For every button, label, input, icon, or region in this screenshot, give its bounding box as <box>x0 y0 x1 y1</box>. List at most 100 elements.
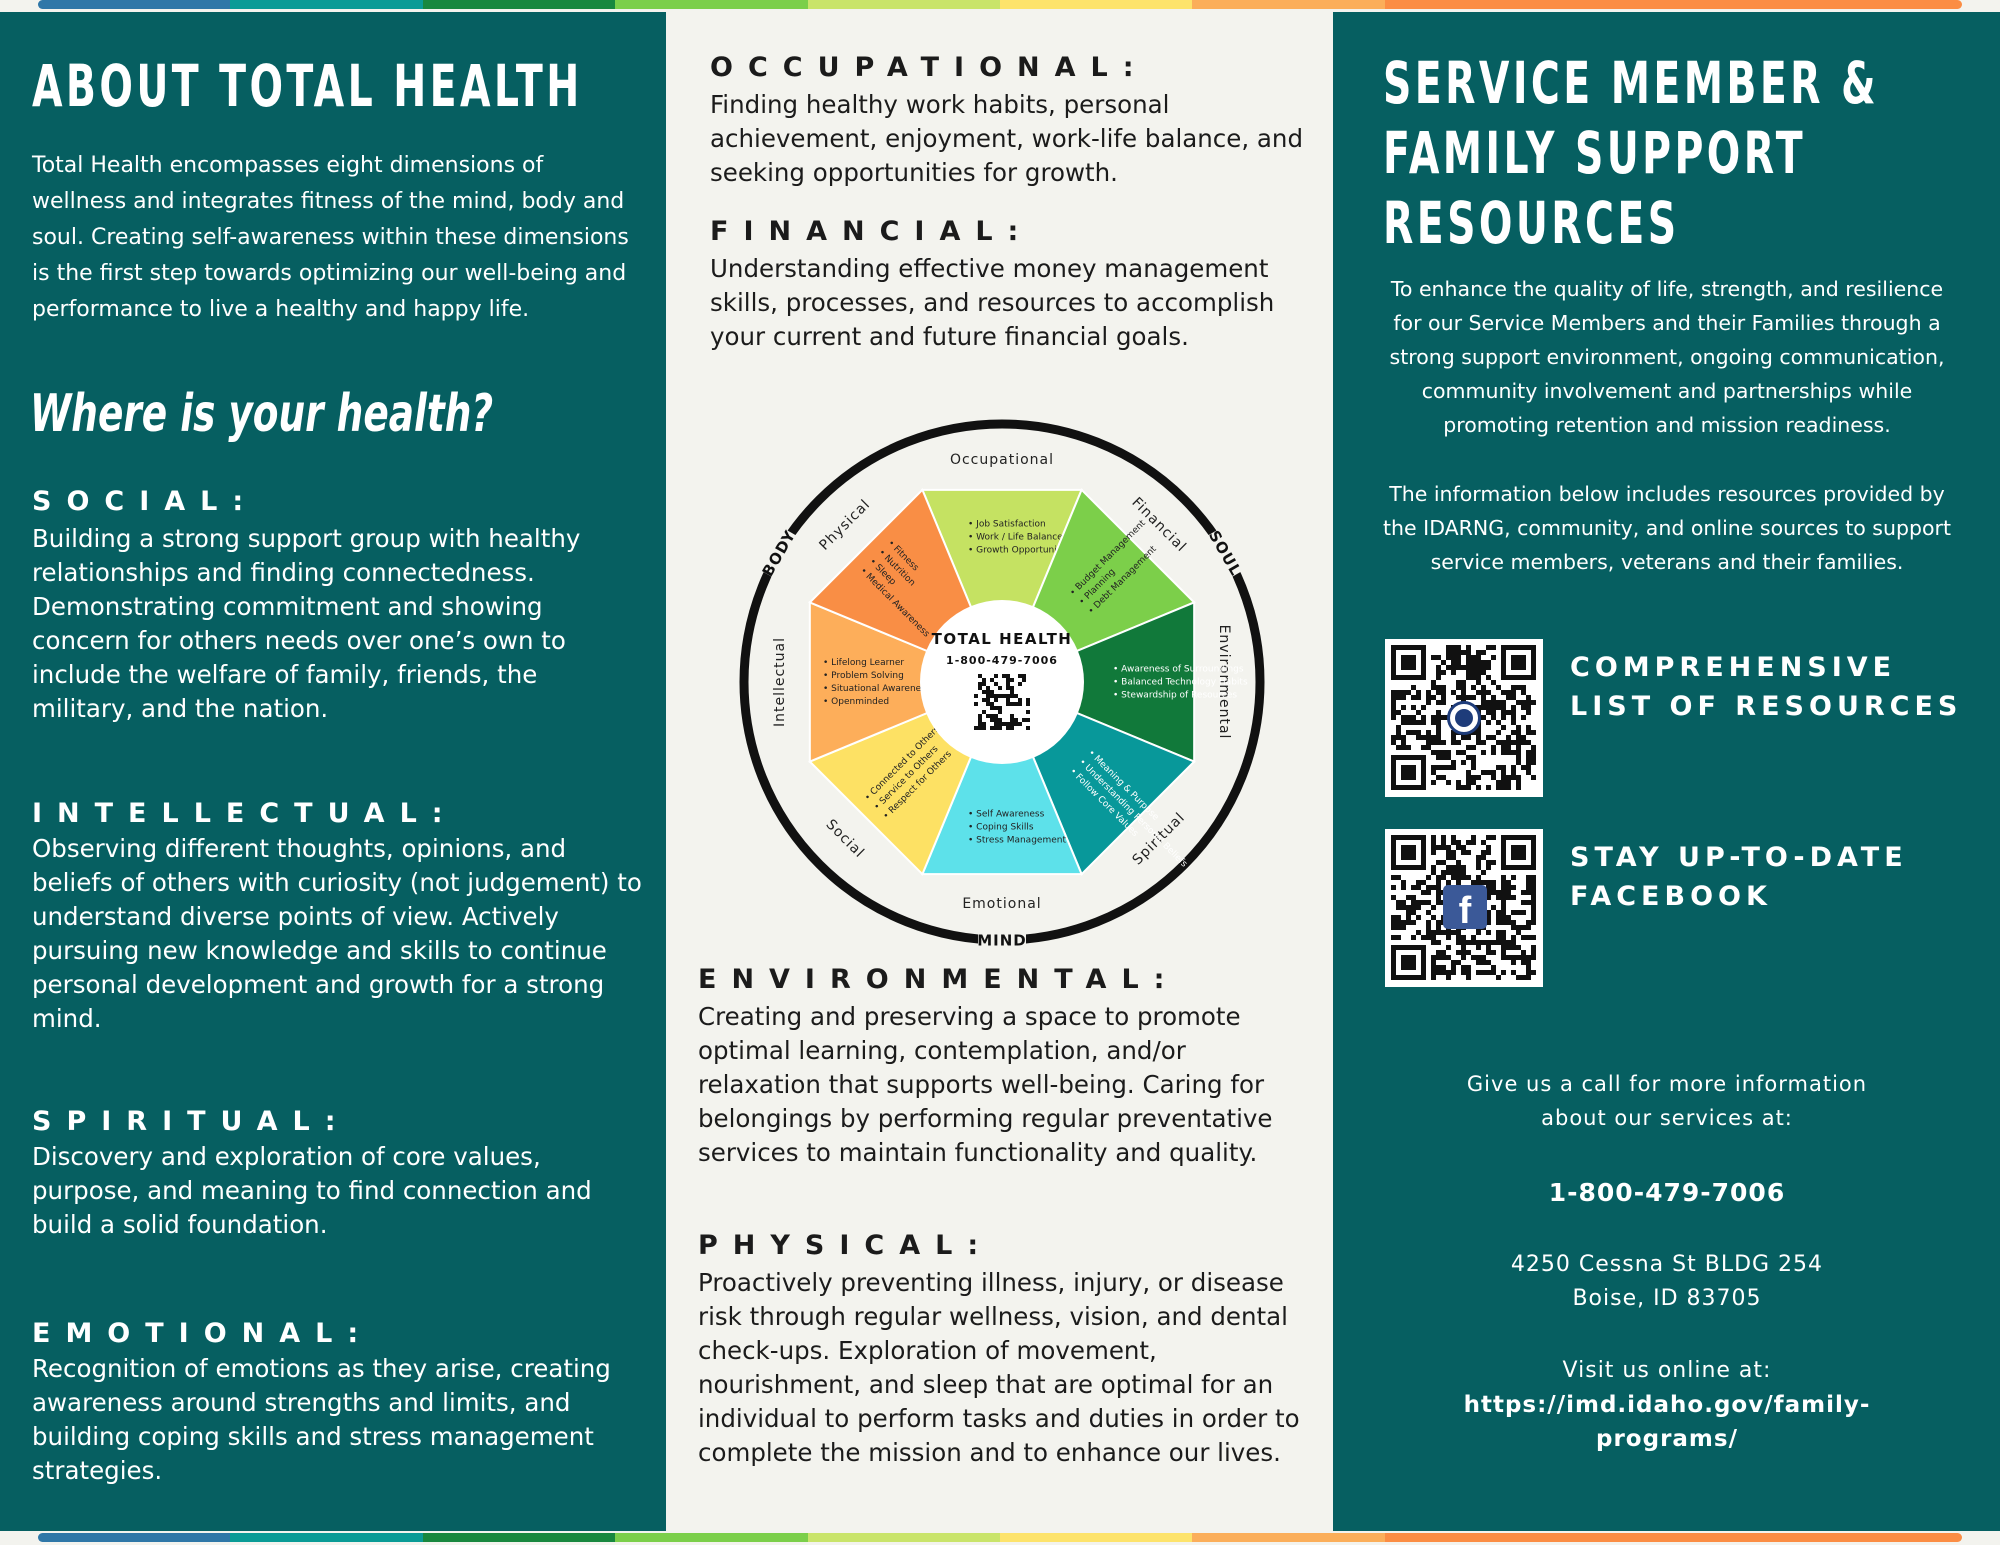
qr-module <box>1501 750 1506 755</box>
qr-module <box>1486 865 1491 870</box>
qr-module <box>1481 705 1486 710</box>
qr-module <box>1521 935 1526 940</box>
social-body: Building a strong support group with hea… <box>32 524 581 723</box>
qr-module <box>1406 905 1411 910</box>
qr-module <box>1496 910 1501 915</box>
qr-module <box>1026 710 1030 714</box>
qr-module <box>1471 760 1476 765</box>
qr-module <box>1436 885 1441 890</box>
resources-link-label[interactable]: COMPREHENSIVE LIST OF RESOURCES <box>1570 648 1962 726</box>
segment-label: Emotional <box>962 896 1041 912</box>
qr-module <box>1441 930 1446 935</box>
qr-module <box>1531 760 1536 765</box>
qr-module <box>1456 785 1461 790</box>
qr-module <box>1486 950 1491 955</box>
qr-module <box>1436 940 1441 945</box>
qr-module <box>1476 875 1481 880</box>
qr-module <box>1476 880 1481 885</box>
qr-module <box>1491 860 1496 865</box>
qr-module <box>1511 940 1516 945</box>
qr-module <box>1431 865 1436 870</box>
qr-module <box>1456 685 1461 690</box>
qr-module <box>1446 880 1451 885</box>
qr-module <box>1436 735 1441 740</box>
qr-module <box>1496 915 1501 920</box>
qr-module <box>1526 965 1531 970</box>
qr-module <box>1441 970 1446 975</box>
qr-module <box>1491 645 1496 650</box>
qr-module <box>1481 650 1486 655</box>
qr-module <box>1396 745 1401 750</box>
qr-module <box>990 702 994 706</box>
qr-module <box>1431 680 1436 685</box>
qr-module <box>1441 950 1446 955</box>
qr-module <box>998 718 1002 722</box>
qr-module <box>1441 765 1446 770</box>
physical-body: Proactively preventing illness, injury, … <box>698 1268 1300 1467</box>
qr-module <box>1486 785 1491 790</box>
qr-module <box>1451 855 1456 860</box>
qr-module <box>1461 940 1466 945</box>
qr-module <box>1531 910 1536 915</box>
qr-module <box>1010 694 1014 698</box>
qr-module <box>1456 665 1461 670</box>
qr-module <box>1511 770 1516 775</box>
qr-module <box>1436 710 1441 715</box>
qr-module <box>1456 645 1461 650</box>
qr-module <box>1014 722 1018 726</box>
qr-module <box>1461 695 1466 700</box>
visit-label: Visit us online at: <box>1562 1358 1772 1383</box>
qr-module <box>1436 930 1441 935</box>
qr-module <box>1526 900 1531 905</box>
qr-module <box>1446 765 1451 770</box>
phone-number[interactable]: 1-800-479-7006 <box>1548 1178 1786 1207</box>
qr-module <box>1526 975 1531 980</box>
qr-module <box>1531 730 1536 735</box>
segment-item: • Stewardship of Resources <box>1113 691 1237 701</box>
qr-module <box>1531 900 1536 905</box>
qr-module <box>1511 710 1516 715</box>
qr-module <box>1436 725 1441 730</box>
qr-module <box>1481 700 1486 705</box>
qr-module <box>974 694 978 698</box>
qr-module <box>986 714 990 718</box>
stripe-segment <box>615 0 808 9</box>
qr-module <box>1441 840 1446 845</box>
qr-module <box>1471 775 1476 780</box>
qr-module <box>1446 935 1451 940</box>
qr-module <box>1396 690 1401 695</box>
qr-module <box>1441 685 1446 690</box>
ring-label-soul: SOUL <box>1205 527 1246 579</box>
qr-module <box>1431 740 1436 745</box>
qr-module <box>1446 780 1451 785</box>
qr-module <box>1466 755 1471 760</box>
facebook-qr-code[interactable]: f <box>1385 829 1543 987</box>
qr-module <box>994 674 998 678</box>
qr-module <box>1486 660 1491 665</box>
qr-module <box>1521 890 1526 895</box>
qr-module <box>1451 850 1456 855</box>
qr-module <box>1406 745 1411 750</box>
qr-module <box>1531 875 1536 880</box>
center-title: TOTAL HEALTH <box>932 630 1073 648</box>
qr-module <box>1486 910 1491 915</box>
qr-module <box>1466 965 1471 970</box>
qr-module <box>1476 690 1481 695</box>
qr-module <box>1461 865 1466 870</box>
qr-module <box>1476 955 1481 960</box>
qr-module <box>1461 955 1466 960</box>
qr-module <box>1436 755 1441 760</box>
qr-module <box>1441 860 1446 865</box>
facebook-link-label[interactable]: STAY UP-TO-DATE FACEBOOK <box>1570 838 1908 916</box>
qr-module <box>1391 700 1396 705</box>
qr-module <box>1391 895 1396 900</box>
resources-panel: SERVICE MEMBER & FAMILY SUPPORT RESOURCE… <box>1333 12 2000 1531</box>
qr-module <box>1476 680 1481 685</box>
qr-module <box>986 694 990 698</box>
qr-module <box>1521 900 1526 905</box>
resources-qr-code[interactable] <box>1385 639 1543 797</box>
qr-module <box>1014 718 1018 722</box>
resources-title-line: RESOURCES <box>1383 189 1680 257</box>
website-link[interactable]: https://imd.idaho.gov/family- programs/ <box>1377 1388 1957 1456</box>
segment-item: • Balanced Technology Habits <box>1113 678 1248 688</box>
